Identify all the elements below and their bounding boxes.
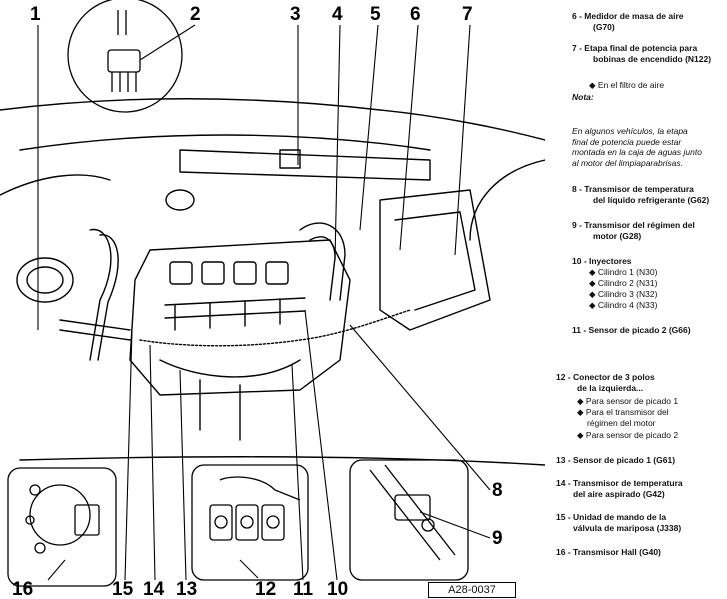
callout-2: 2 xyxy=(190,4,201,25)
legend-item-14: 14 - Transmisor de temperatura del aire … xyxy=(556,478,683,499)
air-filter-box xyxy=(379,189,491,331)
callout-4: 4 xyxy=(332,4,343,25)
callout-5: 5 xyxy=(370,4,381,25)
legend-item-10-sub-4: ◆ Cilindro 4 (N33) xyxy=(589,300,658,310)
callout-7: 7 xyxy=(462,4,473,25)
legend-item-12-sub-1: ◆ Para sensor de picado 1 xyxy=(577,396,679,406)
legend-item-10-sub-1: ◆ Cilindro 1 (N30) xyxy=(589,267,658,277)
legend-item-11: 11 - Sensor de picado 2 (G66) xyxy=(572,325,691,335)
legend: 6 - Medidor de masa de aire (G70) 7 - Et… xyxy=(548,0,727,599)
callout-9: 9 xyxy=(492,528,503,549)
legend-item-12-sub-3: régimen del motor xyxy=(587,418,656,428)
intake-hose xyxy=(299,222,346,301)
legend-item-7: 7 - Etapa final de potencia para bobinas… xyxy=(572,43,712,64)
callout-11: 11 xyxy=(293,579,314,599)
legend-item-13: 13 - Sensor de picado 1 (G61) xyxy=(556,455,676,465)
inset-connector xyxy=(67,0,183,113)
callout-15: 15 xyxy=(112,579,134,599)
fuel-rail xyxy=(164,297,306,306)
cowl xyxy=(179,149,431,181)
legend-item-8: 8 - Transmisor de temperatura del líquid… xyxy=(572,184,710,205)
legend-item-12: 12 - Conector de 3 polos de la izquierda… xyxy=(556,372,655,393)
reference-code: A28-0037 xyxy=(428,582,516,598)
legend-item-10-sub-3: ◆ Cilindro 3 (N32) xyxy=(589,289,658,299)
callout-14: 14 xyxy=(143,579,165,599)
note-text: En algunos vehículos, la etapa final de … xyxy=(572,126,702,168)
engine-diagram xyxy=(0,0,545,587)
callout-13: 13 xyxy=(176,579,198,599)
inset-hall-sender xyxy=(7,467,117,587)
callout-1: 1 xyxy=(30,4,41,25)
inset-speed-sender xyxy=(349,459,469,581)
legend-item-15: 15 - Unidad de mando de la válvula de ma… xyxy=(556,512,682,533)
inset-3pin-connector xyxy=(191,464,309,581)
legend-item-10: 10 - Inyectores xyxy=(572,256,632,266)
legend-item-12-sub-2: ◆ Para el transmisor del xyxy=(577,407,669,417)
hood-outline xyxy=(0,98,545,141)
callout-12: 12 xyxy=(255,579,277,599)
legend-item-9: 9 - Transmisor del régimen del motor (G2… xyxy=(572,220,695,241)
callout-10: 10 xyxy=(327,579,349,599)
legend-item-7-sub: ◆ En el filtro de aire xyxy=(589,80,665,90)
engine-block xyxy=(129,239,351,396)
callout-16: 16 xyxy=(12,579,34,599)
legend-item-16: 16 - Transmisor Hall (G40) xyxy=(556,547,661,557)
legend-item-10-sub-2: ◆ Cilindro 2 (N31) xyxy=(589,278,658,288)
legend-item-12-sub-4: ◆ Para sensor de picado 2 xyxy=(577,430,679,440)
callout-8: 8 xyxy=(492,480,503,501)
legend-item-6: 6 - Medidor de masa de aire (G70) xyxy=(572,11,684,32)
note-label: Nota: xyxy=(572,92,594,102)
reservoir-cap xyxy=(16,257,74,303)
callout-6: 6 xyxy=(410,4,421,25)
callout-3: 3 xyxy=(290,4,301,25)
